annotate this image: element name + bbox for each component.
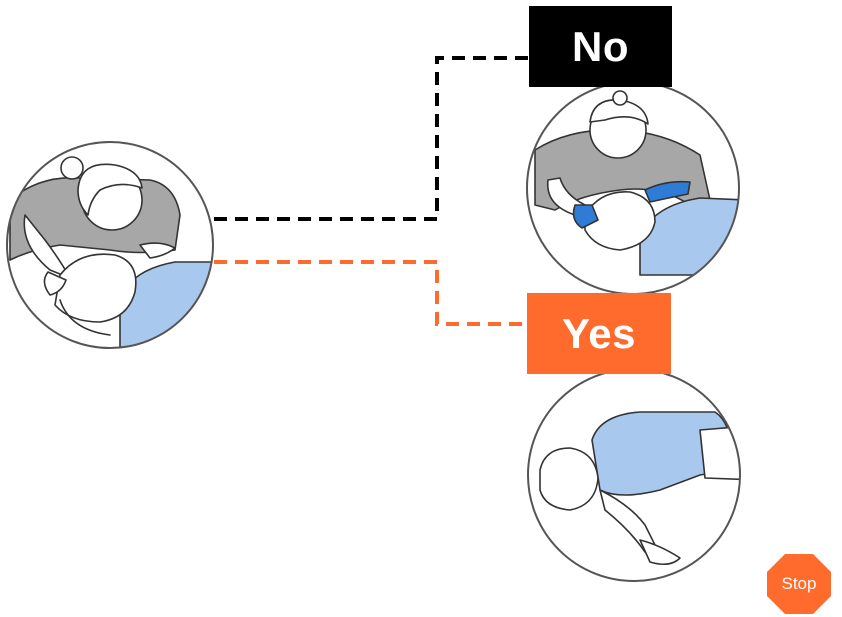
no-label: No [572, 22, 629, 70]
no-label-box [529, 6, 672, 87]
stop-label: Stop [781, 574, 817, 593]
assess-patient-illustration [6, 141, 214, 349]
yes-branch-connector [214, 260, 527, 326]
yes-label-box [527, 293, 671, 374]
no-breathing-illustration [526, 81, 740, 295]
no-branch-connector [214, 56, 529, 221]
recovery-position-illustration [527, 368, 741, 582]
yes-label: Yes [562, 309, 636, 357]
stop-sign-icon [767, 554, 831, 614]
